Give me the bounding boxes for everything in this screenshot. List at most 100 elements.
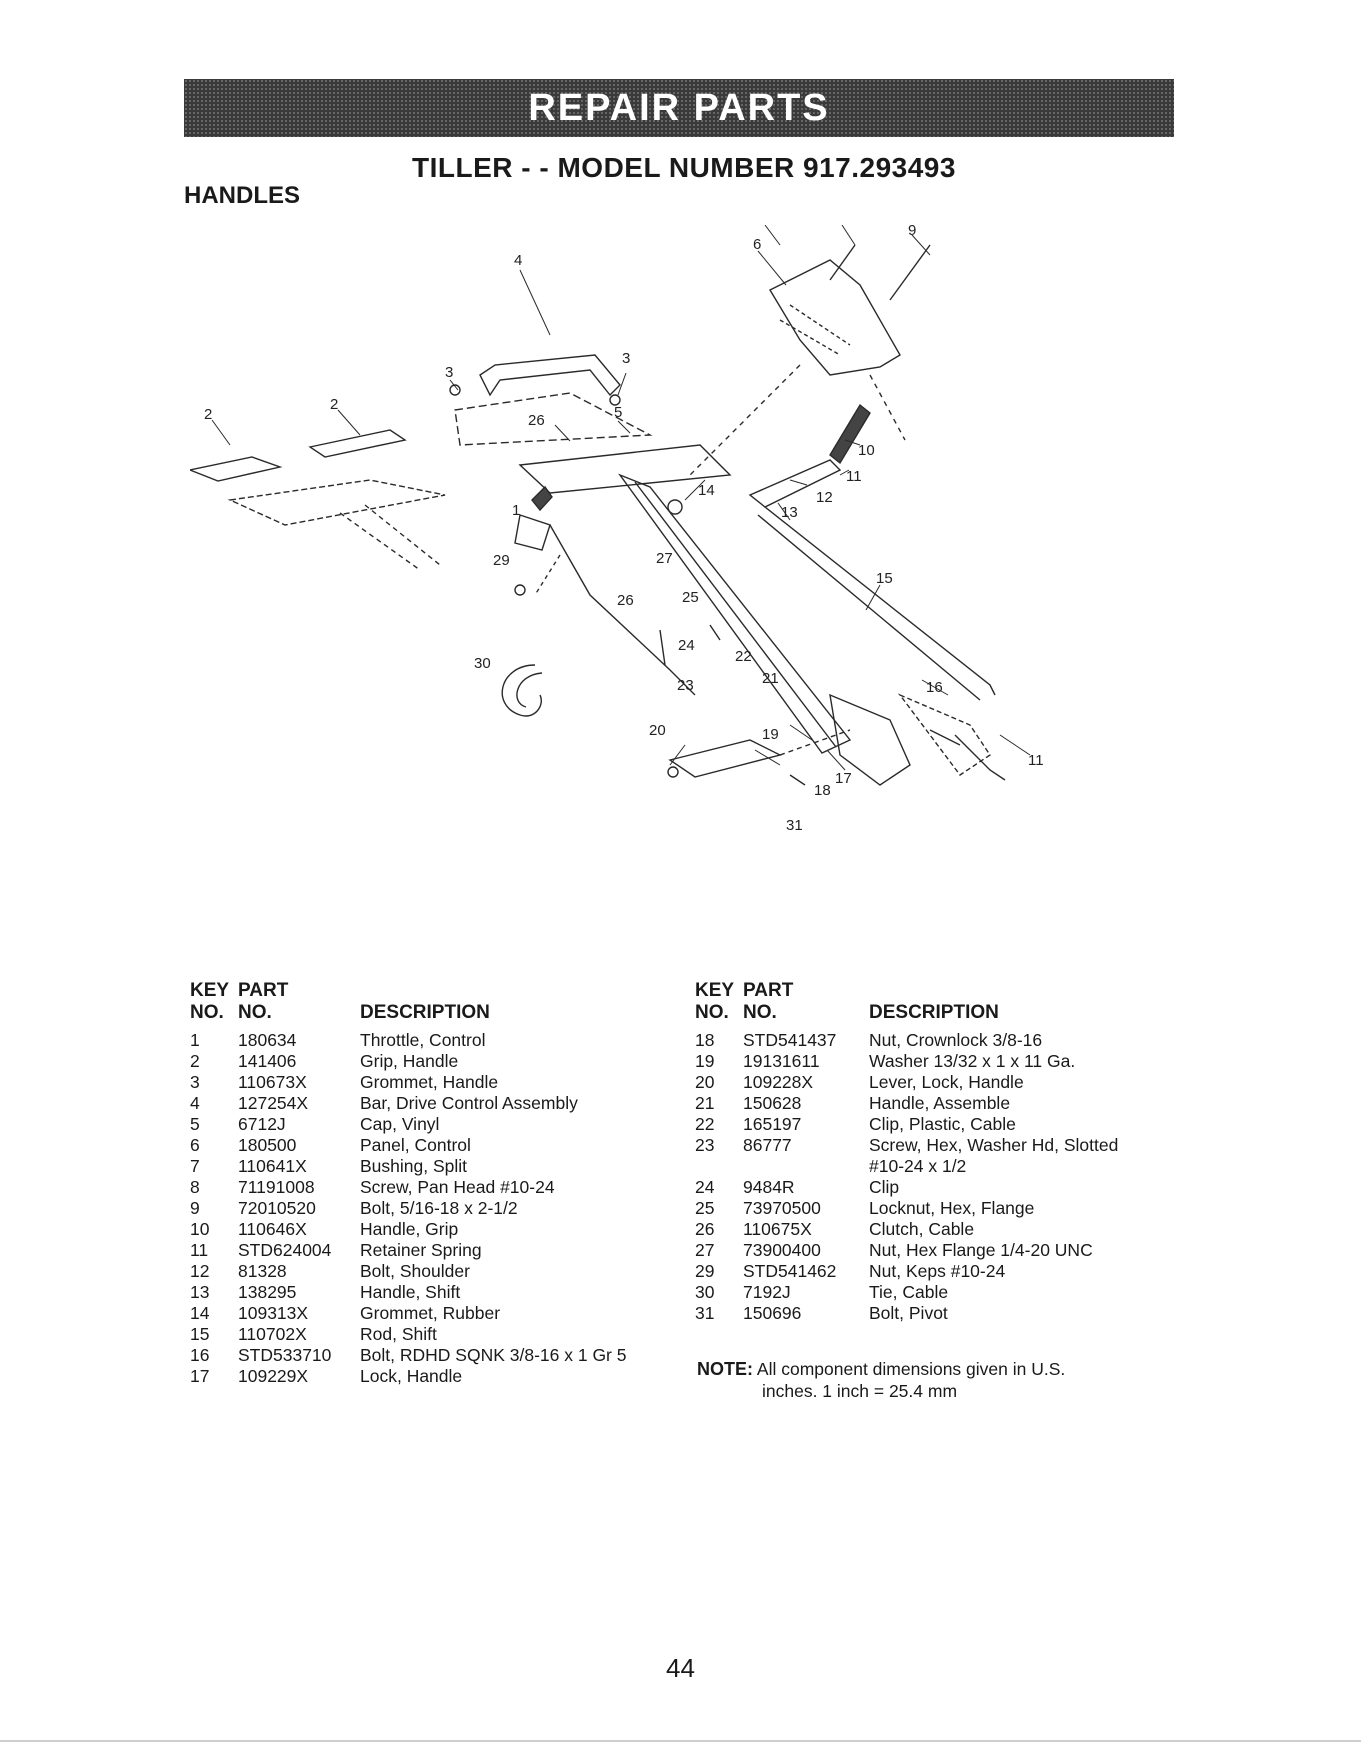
key-no: 24 [695,1177,715,1197]
description: Screw, Hex, Washer Hd, Slotted [869,1135,1119,1155]
callout-2b: 2 [330,396,338,413]
key-no: 17 [190,1366,210,1386]
key-no: 1 [190,1030,200,1050]
callout-29: 29 [493,552,510,569]
key-no: 25 [695,1198,715,1218]
key-no: 19 [695,1051,715,1071]
callout-3b: 3 [622,350,630,367]
callout-6: 6 [753,236,761,253]
part-no: 110675X [743,1219,812,1239]
description: Locknut, Hex, Flange [869,1198,1035,1218]
note-line-1: All component dimensions given in U.S. [756,1359,1066,1379]
cable-tie-drawing [501,664,543,717]
callout-leaders [211,225,1031,771]
callout-7: 7 [765,225,773,229]
table-row: 6 180500 Panel, Control [190,1135,680,1156]
key-no: 6 [190,1135,200,1155]
note-label: NOTE: [697,1359,753,1379]
key-no: 16 [190,1345,210,1365]
key-no: 30 [695,1282,715,1302]
part-no: 110673X [238,1072,307,1092]
part-no: 127254X [238,1093,309,1113]
part-no: 86777 [743,1135,792,1155]
key-no: 15 [190,1324,210,1344]
key-no: 9 [190,1198,200,1218]
key-no: 29 [695,1261,715,1281]
note-line-2: inches. 1 inch = 25.4 mm [762,1381,958,1401]
description: Cap, Vinyl [360,1114,440,1134]
callout-13: 13 [781,504,798,521]
part-no: 73900400 [743,1240,821,1260]
description: Throttle, Control [360,1030,486,1050]
key-no: 3 [190,1072,200,1092]
key-no: 22 [695,1114,715,1134]
main-handle-drawing [618,473,991,786]
part-no: 180500 [238,1135,297,1155]
key-no: 13 [190,1282,210,1302]
callout-31: 31 [786,817,803,834]
description: #10-24 x 1/2 [869,1156,967,1176]
table-row: 3 110673X Grommet, Handle [190,1072,680,1093]
part-no: 19131611 [743,1051,820,1071]
key-no: 2 [190,1051,200,1071]
callout-22: 22 [735,648,752,665]
description: Clutch, Cable [869,1219,975,1239]
callout-19: 19 [762,726,779,743]
description: Retainer Spring [360,1240,482,1260]
callout-10: 10 [858,442,875,459]
header-key-bottom: NO. [695,1002,729,1023]
key-no: 7 [190,1156,200,1176]
part-no [743,1156,869,1177]
description: Bolt, Shoulder [360,1261,470,1281]
diagram-callouts: 2 2 3 3 4 26 5 6 7 8 9 10 11 12 13 14 1 … [204,225,1044,834]
description: Tie, Cable [869,1282,949,1302]
description: Lever, Lock, Handle [869,1072,1024,1092]
part-no: 109313X [238,1303,309,1323]
description: Nut, Keps #10-24 [869,1261,1006,1281]
callout-23: 23 [677,677,694,694]
description: Panel, Control [360,1135,471,1155]
header-part-top: PART [238,980,289,1001]
key-no: 18 [695,1030,715,1050]
header-part-bottom: NO. [238,1002,272,1023]
clutch-cable-drawing [534,524,696,696]
part-no: 110702X [238,1324,307,1344]
part-no: 71191008 [238,1177,315,1197]
description: Bushing, Split [360,1156,468,1176]
part-no: 150628 [743,1093,802,1113]
callout-1: 1 [512,502,520,519]
page-number: 44 [666,1653,695,1683]
key-no: 20 [695,1072,715,1092]
header-description: DESCRIPTION [869,1002,999,1023]
part-no: 109228X [743,1072,814,1092]
key-no: 10 [190,1219,210,1239]
part-no: 81328 [238,1261,287,1281]
dimension-note: NOTE: All component dimensions given in … [697,1358,1065,1402]
handle-grip-left-drawing [190,429,446,571]
description: Bolt, RDHD SQNK 3/8-16 x 1 Gr 5 [360,1345,627,1365]
callout-18: 18 [814,782,831,799]
part-no: STD624004 [238,1240,332,1260]
exploded-parts-diagram: 2 2 3 3 4 26 5 6 7 8 9 10 11 12 13 14 1 … [190,225,1180,965]
description: Grommet, Handle [360,1072,499,1092]
